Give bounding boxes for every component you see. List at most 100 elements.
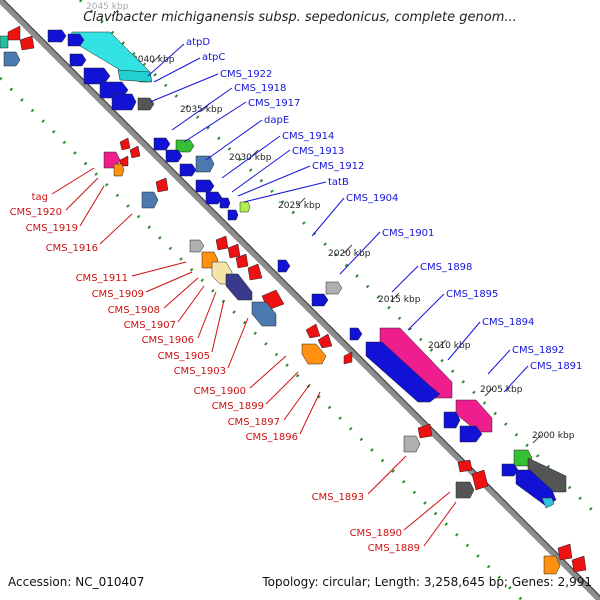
gene-label-cms1911[interactable]: CMS_1911	[76, 273, 128, 284]
blue-gene[interactable]	[179, 163, 197, 177]
kbp-tick	[296, 197, 306, 207]
red-gene[interactable]	[7, 25, 21, 41]
red-gene[interactable]	[227, 243, 241, 259]
gene-label-cms1913[interactable]: CMS_1913	[292, 146, 344, 157]
slate-gene[interactable]	[195, 155, 215, 173]
blue-gene[interactable]	[311, 293, 329, 307]
orange-gene[interactable]	[301, 343, 327, 365]
blue-gene[interactable]	[67, 33, 85, 47]
gene-label-cms1912[interactable]: CMS_1912	[312, 161, 364, 172]
gene-label-cms1901[interactable]: CMS_1901	[382, 228, 434, 239]
label-leader	[221, 135, 281, 179]
gene-label-tag[interactable]: tag	[32, 192, 48, 203]
gene-label-cms1892[interactable]: CMS_1892	[512, 345, 564, 356]
gene-label-cms1898[interactable]: CMS_1898	[420, 262, 472, 273]
slate-gene[interactable]	[3, 51, 21, 67]
blue-gene[interactable]	[459, 425, 483, 443]
red-gene[interactable]	[155, 177, 169, 193]
red-gene[interactable]	[471, 469, 489, 491]
red-gene[interactable]	[457, 459, 473, 473]
kbp-label: 2015 kbp	[378, 295, 421, 305]
blue-gene[interactable]	[219, 197, 231, 209]
gene-label-dape[interactable]: dapE	[264, 115, 289, 126]
gene-label-cms1894[interactable]: CMS_1894	[482, 317, 534, 328]
blue-gene[interactable]	[277, 259, 291, 273]
red-gene[interactable]	[317, 333, 333, 349]
gene-label-cms1919[interactable]: CMS_1919	[26, 223, 78, 234]
gene-label-cms1914[interactable]: CMS_1914	[282, 131, 334, 142]
red-gene[interactable]	[215, 235, 229, 251]
gene-label-cms1890[interactable]: CMS_1890	[350, 528, 402, 539]
gene-label-cms1908[interactable]: CMS_1908	[108, 305, 160, 316]
gene-label-cms1905[interactable]: CMS_1905	[158, 351, 210, 362]
label-leader	[163, 277, 199, 309]
label-leader	[65, 177, 99, 211]
gene-label-cms1906[interactable]: CMS_1906	[142, 335, 194, 346]
blue-gene[interactable]	[205, 191, 223, 205]
gray-gene[interactable]	[325, 281, 343, 295]
gene-label-cms1900[interactable]: CMS_1900	[194, 386, 246, 397]
red-gene[interactable]	[343, 351, 353, 365]
label-leader	[205, 119, 263, 161]
gene-label-cms1917[interactable]: CMS_1917	[248, 98, 300, 109]
blue-gene[interactable]	[165, 149, 183, 163]
label-leader	[447, 321, 481, 361]
gene-label-cms1896[interactable]: CMS_1896	[246, 432, 298, 443]
gene-label-cms1904[interactable]: CMS_1904	[346, 193, 398, 204]
red-gene[interactable]	[119, 137, 131, 151]
gene-label-cms1922[interactable]: CMS_1922	[220, 69, 272, 80]
gene-label-cms1893[interactable]: CMS_1893	[312, 492, 364, 503]
blue-gene[interactable]	[515, 469, 557, 507]
gene-label-atpc[interactable]: atpC	[202, 52, 225, 63]
blue-gene[interactable]	[111, 93, 137, 111]
red-gene[interactable]	[417, 423, 433, 439]
red-gene[interactable]	[571, 555, 587, 573]
cyan-gene[interactable]	[117, 69, 153, 83]
red-gene[interactable]	[235, 253, 249, 269]
red-gene[interactable]	[129, 145, 141, 159]
blue-gene[interactable]	[47, 29, 67, 43]
red-gene[interactable]	[247, 263, 263, 281]
gene-label-cms1891[interactable]: CMS_1891	[530, 361, 582, 372]
slate-gene[interactable]	[251, 301, 277, 327]
blue-gene[interactable]	[83, 67, 111, 85]
blue-gene[interactable]	[349, 327, 363, 341]
red-gene[interactable]	[305, 323, 321, 339]
slate-gene[interactable]	[141, 191, 159, 209]
cyan-gene[interactable]	[541, 497, 555, 509]
gene-label-cms1920[interactable]: CMS_1920	[10, 207, 62, 218]
gene-label-cms1916[interactable]: CMS_1916	[46, 243, 98, 254]
gene-label-cms1889[interactable]: CMS_1889	[368, 543, 420, 554]
lime-gene[interactable]	[239, 201, 251, 213]
dark-gray-gene[interactable]	[455, 481, 475, 499]
blue-gene[interactable]	[69, 53, 87, 67]
blue-gene[interactable]	[443, 411, 461, 429]
gene-label-cms1899[interactable]: CMS_1899	[212, 401, 264, 412]
gray-gene[interactable]	[189, 239, 205, 253]
gene-label-cms1897[interactable]: CMS_1897	[228, 417, 280, 428]
gene-label-cms1909[interactable]: CMS_1909	[92, 289, 144, 300]
red-gene[interactable]	[557, 543, 573, 561]
gene-label-cms1918[interactable]: CMS_1918	[234, 83, 286, 94]
blue-gene[interactable]	[195, 179, 215, 193]
blue-gene[interactable]	[227, 209, 239, 221]
label-leader	[197, 291, 217, 339]
red-gene[interactable]	[19, 35, 35, 51]
navy-gene[interactable]	[225, 273, 253, 301]
gene-label-cms1895[interactable]: CMS_1895	[446, 289, 498, 300]
teal-gene[interactable]	[0, 35, 9, 49]
blue-gene[interactable]	[501, 463, 519, 477]
gray-gene[interactable]	[403, 435, 421, 453]
gene-label-tatb[interactable]: tatB	[328, 177, 349, 188]
gene-label-cms1907[interactable]: CMS_1907	[124, 320, 176, 331]
blue-gene[interactable]	[153, 137, 171, 151]
gene-label-atpd[interactable]: atpD	[186, 37, 210, 48]
gray-gene[interactable]	[137, 97, 155, 111]
orange-gene[interactable]	[113, 163, 125, 177]
label-leader	[99, 213, 133, 245]
accession-label: Accession: NC_010407	[8, 575, 145, 589]
blue-gene[interactable]	[365, 341, 441, 403]
gene-label-cms1903[interactable]: CMS_1903	[174, 366, 226, 377]
orange-gene[interactable]	[543, 555, 561, 575]
